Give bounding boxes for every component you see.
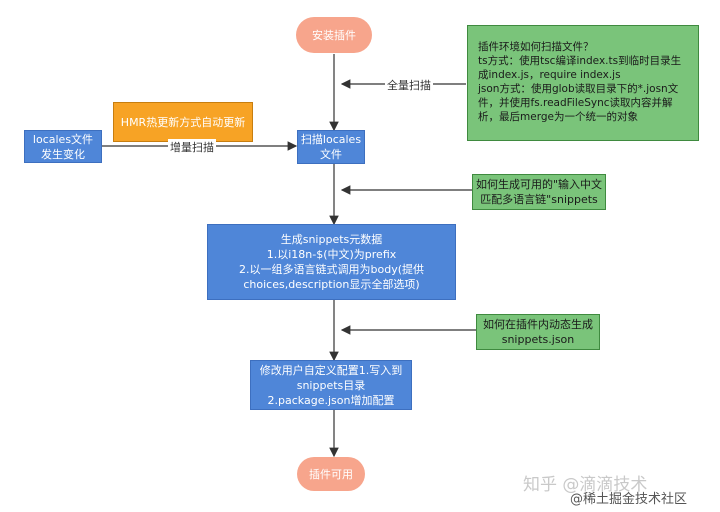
node-generate-snippets: 如何生成可用的"输入中文 匹配多语言链"snippets <box>472 174 606 210</box>
node-locales-change: locales文件 发生变化 <box>24 130 102 163</box>
node-hmr: HMR热更新方式自动更新 <box>113 102 253 142</box>
node-install: 安装插件 <box>296 17 372 53</box>
watermark-main: 知乎 @滴滴技术 <box>523 475 648 495</box>
node-dynamic-gen: 如何在插件内动态生成 snippets.json <box>476 314 600 350</box>
edge-label-full-scan: 全量扫描 <box>385 77 433 93</box>
edge-label-incr-scan: 增量扫描 <box>168 139 216 155</box>
node-scan-method: 插件环境如何扫描文件？ ts方式：使用tsc编译index.ts到临时目录生成i… <box>467 25 699 141</box>
node-modify-config: 修改用户自定义配置1.写入到 snippets目录 2.package.json… <box>250 360 412 410</box>
watermark-sub: @稀土掘金技术社区 <box>570 492 688 507</box>
node-scan-locales: 扫描locales 文件 <box>297 130 365 164</box>
node-available: 插件可用 <box>297 457 365 491</box>
node-snippets-meta: 生成snippets元数据 1.以i18n-$(中文)为prefix 2.以一组… <box>207 224 456 300</box>
